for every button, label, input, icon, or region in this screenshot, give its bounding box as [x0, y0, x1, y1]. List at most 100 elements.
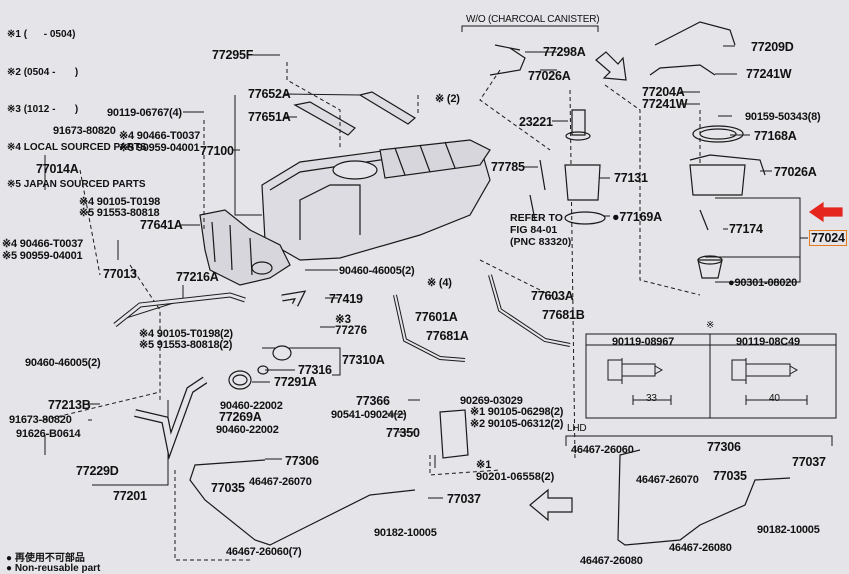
part-callout[interactable]: ※4 90466-T0037 [119, 130, 201, 142]
bolt-length: 40 [769, 393, 780, 404]
part-callout[interactable]: 77366 [356, 394, 390, 408]
part-callout[interactable]: 46467-26080 [580, 555, 643, 567]
part-callout[interactable]: 77785 [491, 160, 525, 174]
part-callout[interactable]: ●77169A [612, 210, 662, 224]
part-callout[interactable]: ※5 90959-04001 [119, 142, 200, 154]
part-callout[interactable]: 77295F [212, 48, 254, 62]
part-callout[interactable]: 46467-26070 [249, 476, 312, 488]
part-callout[interactable]: 77603A [531, 289, 574, 303]
part-callout[interactable]: ※1 90201-06558(2) [476, 459, 555, 483]
part-callout[interactable]: ※2 90105-06312(2) [470, 418, 564, 430]
part-callout[interactable]: 77037 [792, 455, 826, 469]
part-callout[interactable]: 91626-B0614 [16, 428, 81, 440]
part-callout[interactable]: ※5 91553-80818 [79, 207, 160, 219]
part-callout[interactable]: ※4 90466-T0037 [2, 238, 84, 250]
part-callout[interactable]: 77014A [36, 162, 79, 176]
part-callout[interactable]: 77306 [707, 440, 741, 454]
part-callout[interactable]: 90159-50343(8) [745, 111, 821, 123]
bolt-table-mark: ※ [706, 320, 715, 331]
part-callout[interactable]: 90460-46005(2) [339, 265, 415, 277]
part-callout[interactable]: 77241W [746, 67, 792, 81]
part-callout[interactable]: 46467-26060 [571, 444, 634, 456]
part-callout[interactable]: 90119-06767(4) [107, 107, 182, 119]
part-callout[interactable]: 77201 [113, 489, 147, 503]
part-callout[interactable]: 77035 [713, 469, 747, 483]
footnote-1: ※1 ( - 0504) [7, 29, 76, 40]
tank-protector-drawing [199, 209, 291, 286]
part-callout[interactable]: 91673-80820 [53, 125, 116, 137]
part-callout[interactable]: ●90301-08020 [728, 277, 798, 289]
highlight-arrow-icon [808, 201, 843, 223]
part-callout[interactable]: 77419 [329, 292, 363, 306]
bolt-part-number[interactable]: 90119-08967 [612, 336, 675, 348]
part-callout[interactable]: 46467-26060(7) [226, 546, 302, 558]
part-callout[interactable]: 77681A [426, 329, 469, 343]
highlighted-part-77024[interactable]: 77024 [809, 230, 847, 246]
bolt-part-number[interactable]: 90119-08C49 [736, 336, 800, 348]
part-callout[interactable]: 46467-26070 [636, 474, 699, 486]
fuel-pump-drawing [529, 109, 606, 225]
legend-non-reusable-jp: ● 再使用不可部品 [6, 553, 85, 564]
part-callout[interactable]: 77316 [298, 363, 332, 377]
part-callout[interactable]: 77269A [219, 410, 262, 424]
part-callout[interactable]: ※ (4) [427, 277, 452, 289]
part-callout[interactable]: 77037 [447, 492, 481, 506]
part-callout[interactable]: 46467-26080 [669, 542, 732, 554]
part-callout[interactable]: 77174 [729, 222, 763, 236]
part-callout[interactable]: 77209D [751, 40, 794, 54]
part-callout[interactable]: 77168A [754, 129, 797, 143]
part-callout[interactable]: 90460-22002 [216, 424, 279, 436]
part-callout[interactable]: 77681B [542, 308, 585, 322]
part-callout[interactable]: 90460-22002 [220, 400, 283, 412]
part-callout[interactable]: 77350 [386, 426, 420, 440]
shield-77652a-drawing [358, 91, 417, 125]
tank-band-77601a-drawing [393, 294, 466, 362]
part-callout[interactable]: 77641A [140, 218, 183, 232]
part-callout[interactable]: 90269-03029 [460, 395, 523, 407]
footnote-4: ※4 LOCAL SOURCED PARTS [7, 141, 147, 153]
part-callout[interactable]: 77035 [211, 481, 245, 495]
part-callout[interactable]: ※5 91553-80818(2) [139, 339, 233, 351]
part-callout[interactable]: ※3 77276 [335, 314, 367, 337]
part-callout[interactable]: 23221 [519, 115, 553, 129]
footnote-2: ※2 (0504 - ) [7, 66, 79, 78]
part-callout[interactable]: ※ (2) [435, 93, 460, 105]
fuel-lid-drawing [439, 409, 469, 459]
part-callout[interactable]: ※1 90105-06298(2) [470, 406, 564, 418]
part-callout[interactable]: 77026A [528, 69, 571, 83]
pump-assembly-drawing [649, 21, 766, 279]
part-callout[interactable]: 77298A [543, 45, 586, 59]
part-callout[interactable]: 77013 [103, 267, 137, 281]
part-callout[interactable]: 91673-80820 [9, 414, 72, 426]
part-callout[interactable]: 77651A [248, 110, 291, 124]
part-callout[interactable]: 77652A [248, 87, 291, 101]
lhd-label: LHD [567, 423, 587, 434]
part-callout[interactable]: 77216A [176, 270, 219, 284]
part-callout[interactable]: 90182-10005 [374, 527, 437, 539]
part-callout[interactable]: ※4 90105-T0198 [79, 196, 161, 208]
part-callout[interactable]: 77204A [642, 85, 685, 99]
part-callout[interactable]: 77131 [614, 171, 648, 185]
part-callout[interactable]: 77241W [642, 97, 688, 111]
part-callout[interactable]: 77601A [415, 310, 458, 324]
part-callout[interactable]: ※5 90959-04001 [2, 250, 83, 262]
part-callout[interactable]: 77213B [48, 398, 91, 412]
part-callout[interactable]: 77229D [76, 464, 119, 478]
part-callout[interactable]: 90460-46005(2) [25, 357, 101, 369]
direction-arrow-bottom [529, 488, 573, 522]
part-callout[interactable]: 77310A [342, 353, 385, 367]
fuel-tank-drawing [261, 139, 491, 261]
part-callout[interactable]: 77306 [285, 454, 319, 468]
cable-77035-rhd [189, 459, 416, 546]
part-callout[interactable]: 77026A [774, 165, 817, 179]
part-callout[interactable]: ※4 90105-T0198(2) [139, 328, 233, 340]
footnote-3: ※3 (1012 - ) [7, 104, 79, 115]
part-callout[interactable]: 77100 [200, 144, 234, 158]
legend-non-reusable-en: ● Non-reusable part [6, 563, 101, 574]
part-callout[interactable]: 90541-09024(2) [331, 409, 407, 421]
bolt-table [585, 333, 837, 419]
part-callout[interactable]: 77291A [274, 375, 317, 389]
footnote-5: ※5 JAPAN SOURCED PARTS [7, 179, 146, 190]
part-callout[interactable]: 90182-10005 [757, 524, 820, 536]
